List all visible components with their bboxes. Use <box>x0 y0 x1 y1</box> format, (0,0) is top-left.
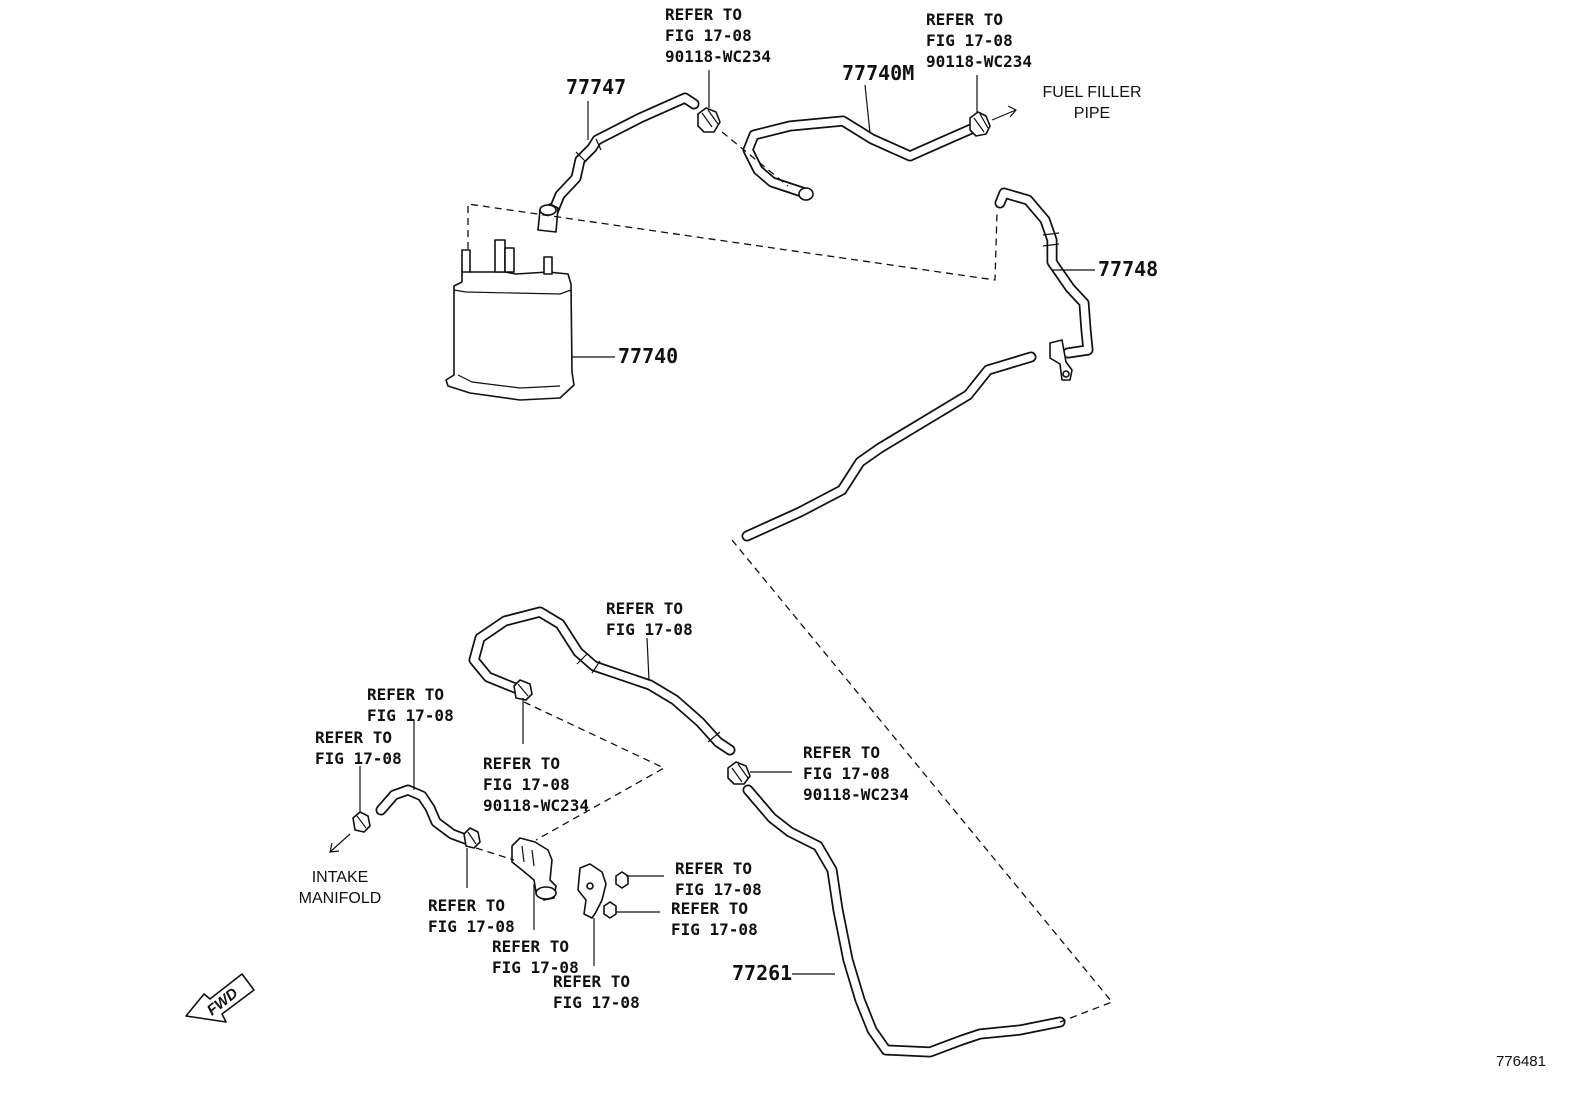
note-intake-manifold: INTAKE MANIFOLD <box>299 869 382 907</box>
label-77740: 77740 <box>618 344 678 368</box>
charcoal-canister <box>445 203 575 401</box>
dashed-routing <box>467 131 1114 1023</box>
svg-text:90118-WC234: 90118-WC234 <box>483 796 589 815</box>
refer-label-r6: REFER TO FIG 17-08 90118-WC234 <box>483 754 589 815</box>
svg-text:FIG 17-08: FIG 17-08 <box>367 706 454 725</box>
fwd-arrow-icon: FWD <box>185 973 255 1023</box>
svg-text:FIG 17-08: FIG 17-08 <box>665 26 752 45</box>
svg-text:FIG 17-08: FIG 17-08 <box>671 920 758 939</box>
refer-label-r11: REFER TO FIG 17-08 <box>492 937 579 977</box>
clamp-fuel-filler <box>969 111 991 137</box>
intake-manifold-arrow <box>329 833 351 853</box>
vsv-valve <box>511 837 557 901</box>
clamp-intake-hose-end <box>463 827 481 849</box>
label-77740m: 77740M <box>842 61 914 85</box>
svg-text:REFER TO: REFER TO <box>483 754 560 773</box>
svg-text:FIG 17-08: FIG 17-08 <box>483 775 570 794</box>
svg-text:REFER TO: REFER TO <box>315 728 392 747</box>
svg-text:REFER TO: REFER TO <box>671 899 748 918</box>
refer-label-r3: REFER TO FIG 17-08 <box>606 599 693 639</box>
svg-text:FIG 17-08: FIG 17-08 <box>428 917 515 936</box>
svg-text:REFER TO: REFER TO <box>803 743 880 762</box>
svg-text:INTAKE: INTAKE <box>312 869 369 886</box>
clamp-upper-loop <box>513 679 533 701</box>
svg-text:FIG 17-08: FIG 17-08 <box>492 958 579 977</box>
svg-text:REFER TO: REFER TO <box>428 896 505 915</box>
svg-text:REFER TO: REFER TO <box>367 685 444 704</box>
svg-text:REFER TO: REFER TO <box>606 599 683 618</box>
bolt-upper <box>615 871 629 889</box>
refer-label-r8: REFER TO FIG 17-08 <box>675 859 762 899</box>
refer-label-r4: REFER TO FIG 17-08 <box>367 685 454 725</box>
svg-text:REFER TO: REFER TO <box>553 972 630 991</box>
refer-label-r10: REFER TO FIG 17-08 <box>428 896 515 936</box>
label-77747: 77747 <box>566 75 626 99</box>
svg-text:90118-WC234: 90118-WC234 <box>803 785 909 804</box>
svg-text:FIG 17-08: FIG 17-08 <box>803 764 890 783</box>
hose-upper-loop <box>468 606 736 756</box>
hose-77740m <box>742 115 984 201</box>
svg-text:PIPE: PIPE <box>1074 105 1110 122</box>
clamp-77261 <box>727 761 751 785</box>
pipe-long-diagonal <box>741 351 1037 542</box>
leader-lines <box>359 70 1095 975</box>
fuel-filler-arrow <box>991 105 1017 121</box>
hose-77261 <box>742 784 1066 1058</box>
svg-text:REFER TO: REFER TO <box>926 10 1003 29</box>
svg-text:90118-WC234: 90118-WC234 <box>926 52 1032 71</box>
svg-text:FIG 17-08: FIG 17-08 <box>553 993 640 1012</box>
refer-label-r12: REFER TO FIG 17-08 <box>553 972 640 1012</box>
note-fuel-filler-pipe: FUEL FILLER PIPE <box>1043 84 1142 122</box>
svg-text:FIG 17-08: FIG 17-08 <box>606 620 693 639</box>
refer-label-r7: REFER TO FIG 17-08 90118-WC234 <box>803 743 909 804</box>
diagram-id: 776481 <box>1496 1053 1546 1070</box>
clamp-intake-manifold <box>352 811 371 833</box>
svg-text:REFER TO: REFER TO <box>675 859 752 878</box>
label-77261: 77261 <box>732 961 792 985</box>
refer-label-r2: REFER TO FIG 17-08 90118-WC234 <box>926 10 1032 71</box>
label-77748: 77748 <box>1098 257 1158 281</box>
svg-text:90118-WC234: 90118-WC234 <box>665 47 771 66</box>
bracket-77748 <box>1049 339 1073 381</box>
svg-text:REFER TO: REFER TO <box>492 937 569 956</box>
clamp-upper-left <box>697 107 721 133</box>
svg-text:REFER TO: REFER TO <box>665 5 742 24</box>
hose-intake-bend <box>375 784 474 846</box>
svg-text:FIG 17-08: FIG 17-08 <box>675 880 762 899</box>
svg-text:FIG 17-08: FIG 17-08 <box>315 749 402 768</box>
hose-77748 <box>994 187 1094 359</box>
bolt-lower <box>603 901 617 919</box>
refer-label-r5: REFER TO FIG 17-08 <box>315 728 402 768</box>
svg-text:MANIFOLD: MANIFOLD <box>299 890 382 907</box>
refer-label-r9: REFER TO FIG 17-08 <box>671 899 758 939</box>
hose-77747 <box>547 92 700 218</box>
svg-text:FIG 17-08: FIG 17-08 <box>926 31 1013 50</box>
vsv-bracket <box>577 863 607 919</box>
svg-text:FUEL FILLER: FUEL FILLER <box>1043 84 1142 101</box>
refer-label-r1: REFER TO FIG 17-08 90118-WC234 <box>665 5 771 66</box>
